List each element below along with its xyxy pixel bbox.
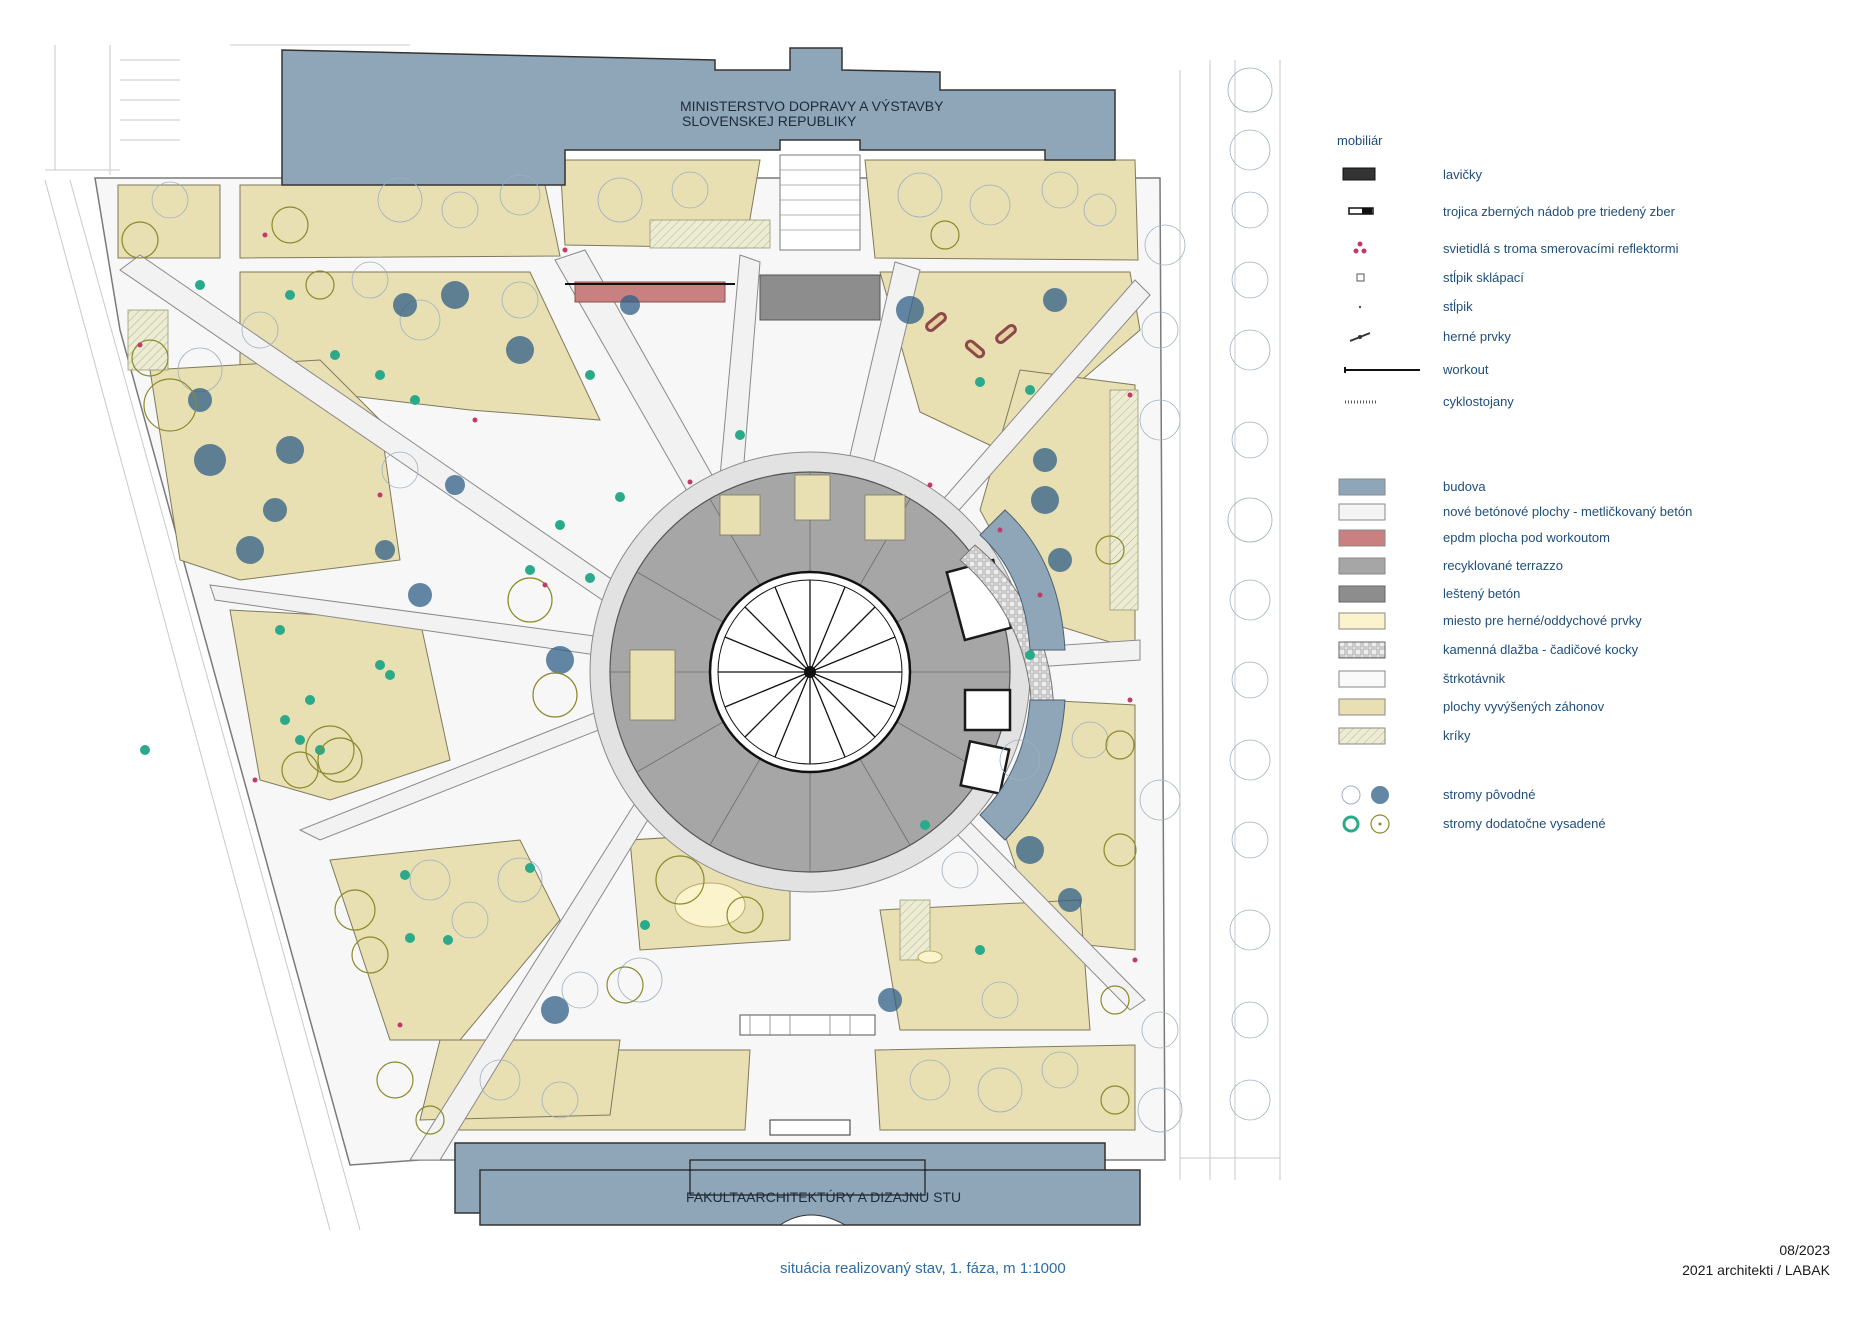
new-trees-teal <box>140 280 1035 955</box>
material-swatch-epdm <box>1338 529 1386 547</box>
lamps <box>137 232 1138 1028</box>
material-swatch-shrubs <box>1338 727 1386 745</box>
legend-row-lamp: svietidlá s troma smerovacími reflektorm… <box>1330 239 1850 259</box>
legend-label: workout <box>1443 362 1489 377</box>
original-trees-canopy <box>188 281 1082 1024</box>
folding-bollard-icon <box>1356 273 1365 282</box>
play-elements <box>925 312 1017 359</box>
legend-row-bike-rack: cyklostojany <box>1330 392 1850 412</box>
north-stairs <box>759 154 881 321</box>
workout-line-icon <box>1344 367 1420 373</box>
waste-bins-icon <box>1348 207 1374 215</box>
legend-label: plochy vyvýšených záhonov <box>1443 699 1605 714</box>
central-fountain <box>708 570 912 774</box>
legend-label: kríky <box>1443 728 1471 743</box>
legend-label: stĺpik sklápací <box>1443 270 1524 285</box>
legend-row-bollard: stĺpik <box>1330 297 1850 317</box>
faculty-label: FAKULTAARCHITEKTÚRY A DIZAJNU STU <box>686 1189 961 1205</box>
new-trees-olive <box>121 206 1137 1135</box>
legend-label: leštený betón <box>1443 586 1521 601</box>
faculty-building: FAKULTAARCHITEKTÚRY A DIZAJNU STU <box>454 1119 1141 1226</box>
legend-row-terrazzo: recyklované terrazzo <box>1330 556 1850 576</box>
material-swatch-terrazzo <box>1338 557 1386 575</box>
lamp-icon <box>1353 241 1367 254</box>
legend-row-waste-bins: trojica zberných nádob pre triedený zber <box>1330 202 1850 222</box>
legend-label: stromy dodatočne vysadené <box>1443 816 1606 831</box>
material-swatch-gravel-lawn <box>1338 670 1386 688</box>
legend-row-folding-bollard: stĺpik sklápací <box>1330 268 1850 288</box>
bollard-icon <box>1358 305 1362 309</box>
material-swatch-building <box>1338 478 1386 496</box>
legend-label: kamenná dlažba - čadičové kocky <box>1443 642 1639 657</box>
south-stairs <box>739 1014 876 1036</box>
legend-row-epdm: epdm plocha pod workoutom <box>1330 528 1850 548</box>
plan-credit: 2021 architekti / LABAK <box>1682 1262 1830 1278</box>
workout-epdm <box>565 281 735 303</box>
legend-row-raised-beds: plochy vyvýšených záhonov <box>1330 697 1850 717</box>
legend-label: nové betónové plochy - metličkovaný betó… <box>1443 504 1693 519</box>
legend-row-new-trees: stromy dodatočne vysadené <box>1330 814 1850 834</box>
bike-rack-icon <box>1345 400 1378 404</box>
legend-row-original-trees: stromy pôvodné <box>1330 785 1850 805</box>
legend-label: epdm plocha pod workoutom <box>1443 530 1610 545</box>
legend-label: recyklované terrazzo <box>1443 558 1563 573</box>
plan-caption: situácia realizovaný stav, 1. fáza, m 1:… <box>780 1260 1066 1277</box>
legend-title: mobiliár <box>1337 133 1383 148</box>
bench-icon <box>1342 167 1376 181</box>
east-curved-structures <box>979 509 1066 841</box>
plan-date: 08/2023 <box>1779 1242 1830 1258</box>
legend-row-polished-concrete: leštený betón <box>1330 584 1850 604</box>
legend-row-bench: lavičky <box>1330 165 1850 185</box>
ministry-label-line2: SLOVENSKEJ REPUBLIKY <box>682 113 857 129</box>
legend-label: trojica zberných nádob pre triedený zber <box>1443 204 1675 219</box>
site-plan: MINISTERSTVO DOPRAVY A VÝSTAVBY SLOVENSK… <box>44 44 1281 1231</box>
legend-row-gravel-lawn: štrkotávnik <box>1330 669 1850 689</box>
material-swatch-raised-beds <box>1338 698 1386 716</box>
material-swatch-play-area <box>1338 612 1386 630</box>
play-element-icon <box>1349 332 1371 342</box>
legend-label: stromy pôvodné <box>1443 787 1536 802</box>
material-swatch-polished-concrete <box>1338 585 1386 603</box>
legend-label: budova <box>1443 479 1486 494</box>
legend-label: stĺpik <box>1443 299 1473 314</box>
legend-label: cyklostojany <box>1443 394 1514 409</box>
legend-label: lavičky <box>1443 167 1483 182</box>
shrubs <box>127 219 1139 961</box>
legend-row-play-element: herné prvky <box>1330 327 1850 347</box>
ministry-building: MINISTERSTVO DOPRAVY A VÝSTAVBY SLOVENSK… <box>281 47 1116 186</box>
legend-row-play-area: miesto pre herné/oddychové prvky <box>1330 611 1850 631</box>
legend-label: svietidlá s troma smerovacími reflektorm… <box>1443 241 1679 256</box>
new-trees-icon <box>1342 814 1390 834</box>
legend-row-building: budova <box>1330 477 1850 497</box>
original-trees-icon <box>1341 785 1389 805</box>
legend-row-concrete: nové betónové plochy - metličkovaný betó… <box>1330 502 1850 522</box>
legend-row-shrubs: kríky <box>1330 726 1850 746</box>
material-swatch-cobble <box>1338 641 1386 659</box>
original-trees <box>151 67 1273 1133</box>
legend-label: herné prvky <box>1443 329 1511 344</box>
legend-row-workout: workout <box>1330 360 1850 380</box>
street-context <box>44 44 1281 1231</box>
ministry-label-line1: MINISTERSTVO DOPRAVY A VÝSTAVBY <box>680 98 944 114</box>
legend-row-cobble: kamenná dlažba - čadičové kocky <box>1330 640 1850 660</box>
legend-label: štrkotávnik <box>1443 671 1506 686</box>
material-swatch-concrete <box>1338 503 1386 521</box>
legend-label: miesto pre herné/oddychové prvky <box>1443 613 1642 628</box>
